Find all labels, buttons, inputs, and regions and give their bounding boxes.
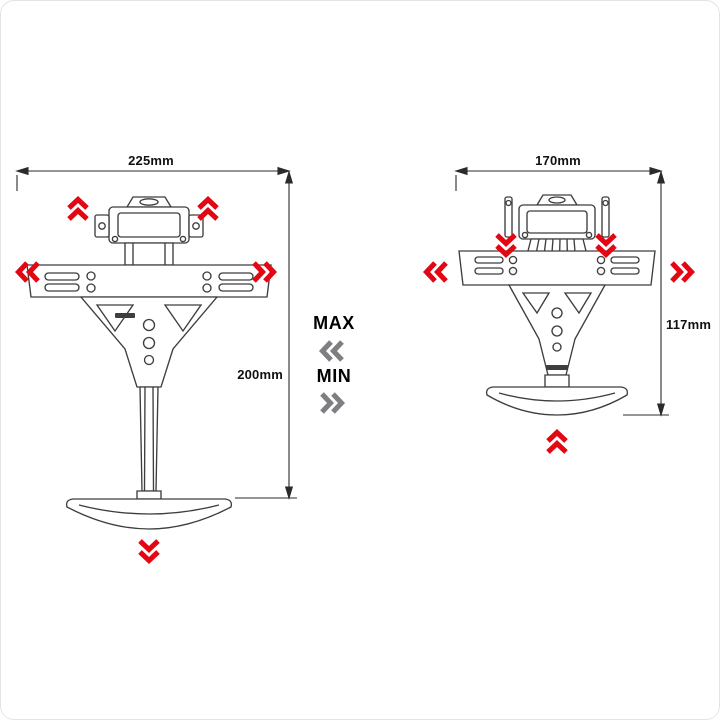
left-signal-bar (26, 264, 272, 298)
right-plate-holder-drawing (458, 194, 656, 416)
left-top-mount (94, 196, 204, 266)
chevron-down-icon (493, 232, 519, 258)
chevron-down-icon (136, 538, 162, 564)
right-signal-bar (458, 250, 656, 286)
max-label: MAX (313, 313, 355, 333)
right-plate-frame (507, 284, 607, 376)
chevron-up-icon (65, 196, 91, 222)
left-foot (65, 490, 233, 530)
right-foot (485, 365, 629, 416)
chevron-up-icon (195, 196, 221, 222)
chevron-left-icon (423, 259, 449, 285)
right-top-mount (504, 194, 610, 240)
left-stem (139, 386, 159, 492)
left-plate-holder-drawing (26, 196, 272, 530)
chevron-right-icon (669, 259, 695, 285)
brand-logo (115, 313, 135, 318)
chevron-up-icon (544, 429, 570, 455)
left-height-dimension-label: 200mm (227, 367, 283, 382)
chevron-down-icon (593, 232, 619, 258)
chevron-left-icon (15, 259, 41, 285)
chevron-right-icon (319, 390, 345, 416)
chevron-right-icon (251, 259, 277, 285)
left-plate-frame (79, 296, 219, 388)
left-width-dimension-label: 225mm (111, 153, 191, 168)
right-figure-dimensions (454, 166, 669, 417)
right-width-dimension-label: 170mm (518, 153, 598, 168)
brand-logo (546, 365, 568, 370)
right-height-dimension-label: 117mm (666, 317, 718, 332)
min-label: MIN (316, 366, 352, 386)
left-figure-dimensions (15, 166, 297, 500)
chevron-left-icon (319, 338, 345, 364)
